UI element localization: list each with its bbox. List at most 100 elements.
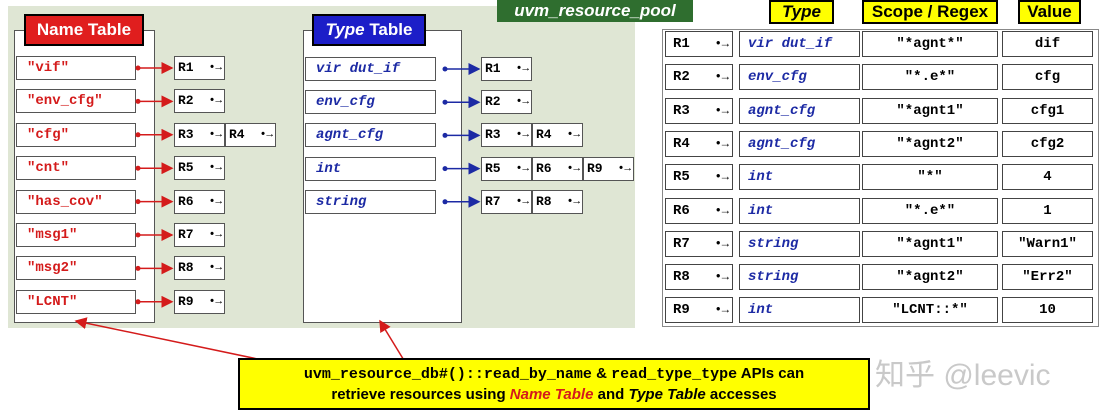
api-note-line1: uvm_resource_db#()::read_by_name & read_…: [240, 364, 868, 385]
resource-pointer-icon: •→: [714, 303, 729, 318]
resource-pointer-icon: •→: [714, 70, 729, 85]
resource-value: 10: [1002, 297, 1093, 324]
header-type: Type: [769, 0, 834, 24]
ref-box: R2 •→: [481, 90, 532, 115]
resource-type: agnt_cfg: [739, 130, 860, 157]
ref-box: R6 •→: [532, 156, 583, 181]
ref-box: R7•→: [481, 189, 532, 214]
ref-pointer-icon: •→: [208, 229, 222, 241]
ref-label: R2: [485, 94, 501, 110]
ref-pointer-icon: •→: [208, 62, 222, 74]
ref-pointer-icon: •→: [515, 195, 529, 208]
resource-value: cfg1: [1002, 97, 1093, 124]
ref-pointer-icon: •→: [259, 128, 273, 141]
resource-type: string: [739, 264, 860, 291]
ref-pointer-icon: •→: [515, 129, 529, 142]
ref-label: R8: [536, 193, 552, 209]
name-key: "msg1": [16, 223, 136, 247]
ref-label: R5: [485, 160, 501, 176]
ref-box: R1•→: [481, 57, 532, 81]
resource-id: R9 •→: [665, 297, 733, 324]
ref-box: R6 •→: [174, 189, 225, 214]
ref-pointer-icon: •→: [566, 162, 580, 175]
ref-box: R8•→: [174, 256, 225, 281]
name-key: "LCNT": [16, 289, 136, 314]
api-note-text2: retrieve resources using: [331, 386, 506, 403]
resource-pointer-icon: •→: [714, 236, 729, 251]
api-read-by-name: uvm_resource_db#()::read_by_name: [303, 366, 592, 383]
resource-scope: "*agnt*": [862, 31, 998, 57]
resource-value: cfg2: [1002, 130, 1093, 157]
resource-pointer-icon: •→: [714, 103, 729, 118]
ref-box: R1 •→: [174, 56, 225, 80]
ref-box: R9 •→: [174, 289, 225, 314]
ref-label: R6: [178, 193, 194, 209]
resource-pointer-icon: •→: [714, 203, 729, 218]
resource-id: R8 •→: [665, 264, 733, 291]
ref-pointer-icon: •→: [208, 162, 222, 175]
ref-box: R4 •→: [225, 122, 276, 147]
resource-pointer-icon: •→: [714, 37, 729, 51]
type-key: env_cfg: [305, 90, 436, 115]
type-table-title-table: Table: [369, 20, 413, 39]
resource-value: 4: [1002, 164, 1093, 191]
ref-pointer-icon: •→: [208, 295, 222, 308]
name-key: "msg2": [16, 256, 136, 281]
resource-scope: "*agnt2": [862, 264, 998, 291]
api-note-line2: retrieve resources using Name Table and …: [240, 385, 868, 405]
ref-label: R4: [229, 126, 245, 142]
resource-scope: "*agnt1": [862, 97, 998, 124]
ref-box: R7•→: [174, 223, 225, 247]
name-key: "cfg": [16, 122, 136, 147]
ref-pointer-icon: •→: [566, 129, 580, 142]
resource-value: cfg: [1002, 64, 1093, 91]
header-scope: Scope / Regex: [862, 0, 998, 24]
resource-value: dif: [1002, 31, 1093, 57]
api-read-by-type: read_type_type: [611, 366, 738, 383]
ref-label: R6: [536, 160, 552, 176]
ref-pointer-icon: •→: [208, 195, 222, 208]
ref-box: R3•→: [174, 122, 225, 147]
ref-box: R9•→: [583, 156, 634, 181]
resource-id: R7 •→: [665, 230, 733, 257]
ref-box: R4•→: [532, 123, 583, 148]
ref-box: R5•→: [481, 156, 532, 181]
ref-box: R8 •→: [532, 189, 583, 214]
type-key: vir dut_if: [305, 57, 436, 81]
resource-scope: "*agnt1": [862, 230, 998, 257]
ref-label: R9: [178, 293, 194, 309]
resource-id: R6 •→: [665, 197, 733, 224]
resource-pointer-icon: •→: [714, 136, 729, 151]
type-table-title: Type Table: [312, 14, 426, 46]
resource-pool-title: uvm_resource_pool: [497, 0, 693, 22]
ref-label: R2: [178, 93, 194, 109]
resource-type: int: [739, 164, 860, 191]
ref-label: R5: [178, 160, 194, 176]
resource-type: int: [739, 297, 860, 324]
ref-box: R2 •→: [174, 89, 225, 114]
resource-id: R5 •→: [665, 164, 733, 191]
type-key: agnt_cfg: [305, 123, 436, 148]
ref-label: R1: [178, 60, 194, 75]
watermark: 知乎 @leevic: [875, 359, 1051, 392]
name-key: "vif": [16, 56, 136, 80]
resource-scope: "*": [862, 164, 998, 191]
ref-label: R9: [587, 160, 603, 176]
resource-scope: "LCNT::*": [862, 297, 998, 324]
name-key: "env_cfg": [16, 89, 136, 114]
resource-type: agnt_cfg: [739, 97, 860, 124]
ref-label: R3: [178, 126, 194, 142]
ref-pointer-icon: •→: [566, 195, 580, 208]
name-key: "cnt": [16, 156, 136, 181]
ref-pointer-icon: •→: [515, 63, 529, 75]
ref-pointer-icon: •→: [515, 96, 529, 109]
resource-type: int: [739, 197, 860, 224]
resource-type: string: [739, 230, 860, 257]
api-note-type-table: Type Table: [628, 386, 706, 403]
resource-type: vir dut_if: [739, 31, 860, 57]
ref-pointer-icon: •→: [208, 95, 222, 108]
api-note-text1: APIs can: [740, 365, 805, 382]
resource-pointer-icon: •→: [714, 270, 729, 285]
name-table-title: Name Table: [24, 14, 144, 46]
resource-scope: "*.e*": [862, 64, 998, 91]
